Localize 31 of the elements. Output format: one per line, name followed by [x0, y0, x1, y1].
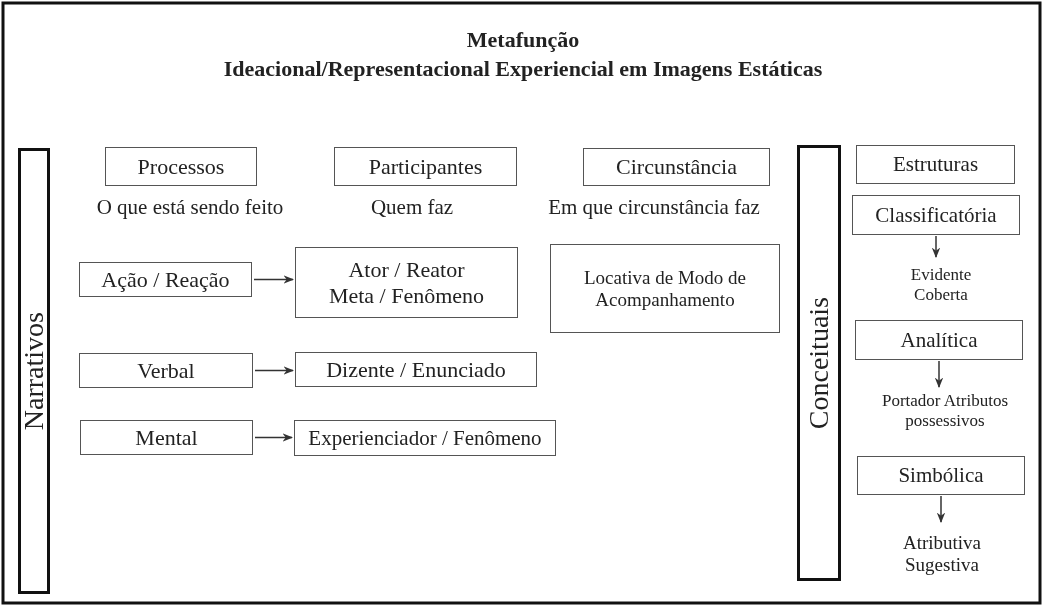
- column-header-box: Circunstância: [583, 148, 770, 186]
- column-header-box: Participantes: [334, 147, 517, 186]
- structure-box: Simbólica: [857, 456, 1025, 495]
- circumstance-box: Locativa de Modo de Acompanhamento: [550, 244, 780, 333]
- category-band: [797, 145, 841, 581]
- attribute-text: Evidente Coberta: [895, 258, 987, 312]
- structure-box: Analítica: [855, 320, 1023, 360]
- arrow: [254, 433, 294, 442]
- arrow: [253, 275, 295, 284]
- arrow: [254, 366, 295, 375]
- structure-box: Classificatória: [852, 195, 1020, 235]
- band-label: Conceituais: [802, 296, 835, 430]
- process-box: Mental: [80, 420, 253, 455]
- category-band: [18, 148, 50, 594]
- participant-box: Ator / Reator Meta / Fenômeno: [295, 247, 518, 318]
- column-header-box: Estruturas: [856, 145, 1015, 184]
- participant-box: Experienciador / Fenômeno: [294, 420, 556, 456]
- column-description: O que está sendo feito: [95, 195, 285, 220]
- column-description: Quem faz: [369, 195, 455, 220]
- participant-box: Dizente / Enunciado: [295, 352, 537, 387]
- attribute-text: Atributiva Sugestiva: [884, 523, 1000, 585]
- arrow: [936, 495, 946, 524]
- process-box: Verbal: [79, 353, 253, 388]
- arrow: [934, 360, 944, 389]
- diagram-title: Metafunção Ideacional/Representacional Experiencial em Imagens Estáticas: [222, 26, 824, 83]
- arrow: [931, 235, 941, 259]
- attribute-text: Portador Atributos possessivos: [848, 388, 1042, 434]
- column-description: Em que circunstância faz: [547, 195, 761, 220]
- band-label: Narrativos: [17, 311, 50, 431]
- process-box: Ação / Reação: [79, 262, 252, 297]
- column-header-box: Processos: [105, 147, 257, 186]
